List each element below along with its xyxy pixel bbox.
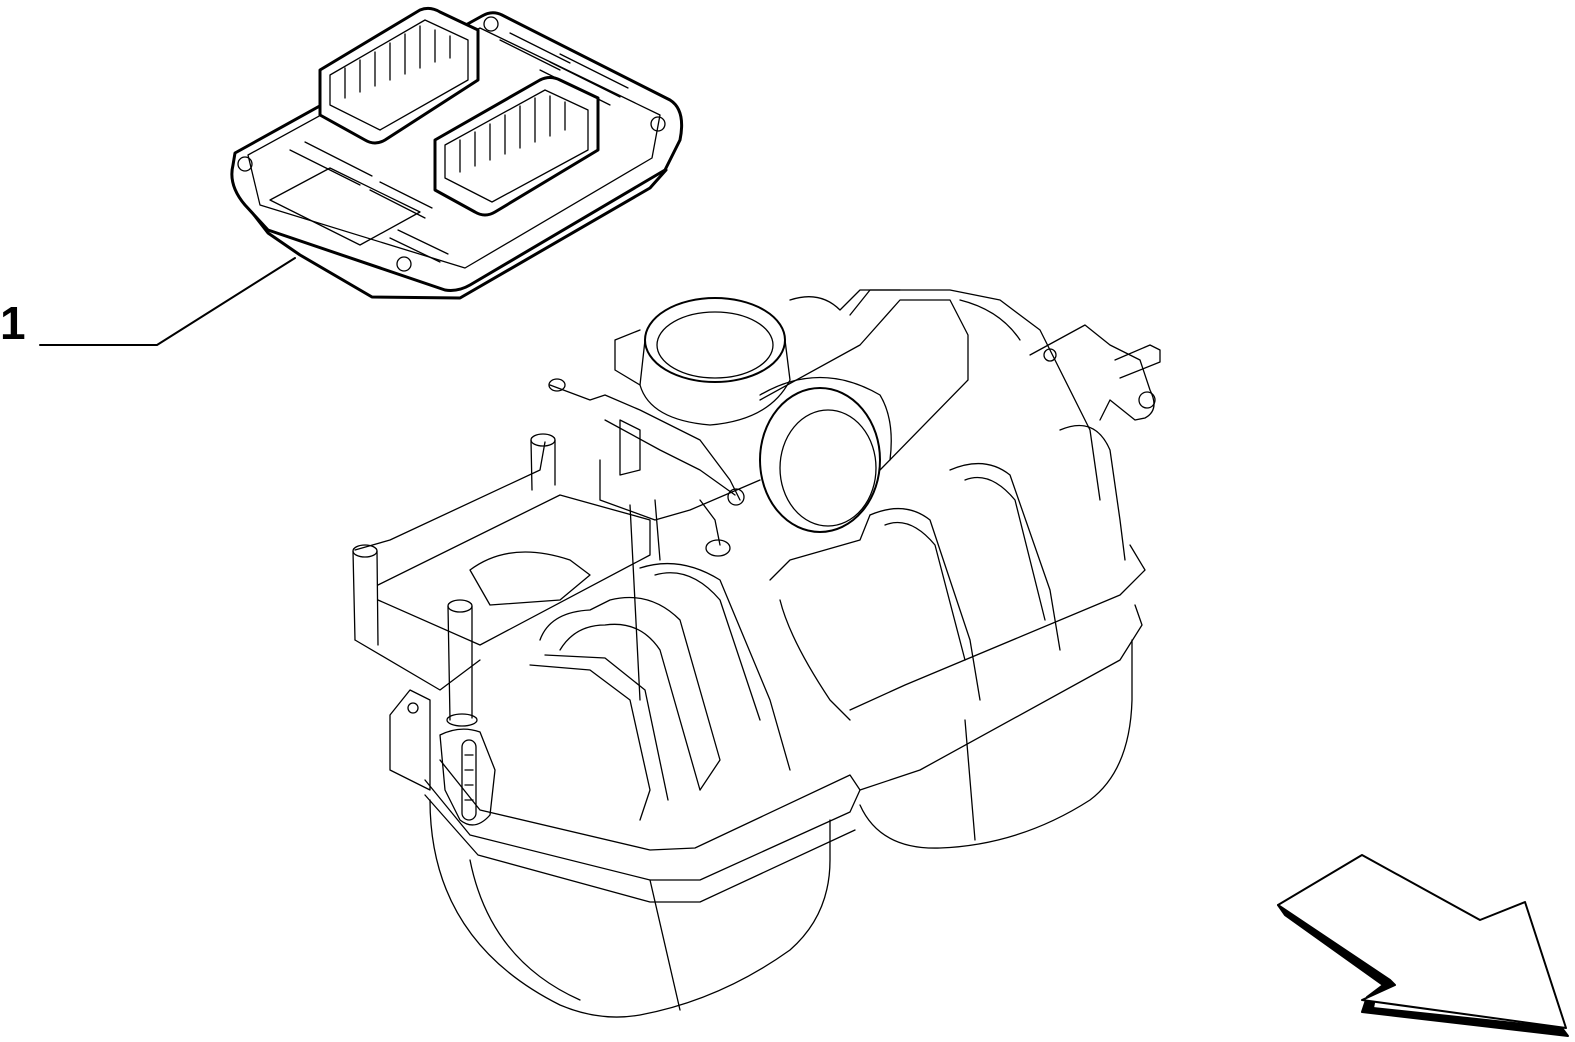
ecu-module-icon <box>230 6 684 300</box>
callout-leader-line <box>39 257 296 346</box>
intake-manifold-icon <box>352 289 1161 1018</box>
callout-number: 1 <box>0 297 26 349</box>
direction-arrow-icon <box>1277 854 1569 1037</box>
